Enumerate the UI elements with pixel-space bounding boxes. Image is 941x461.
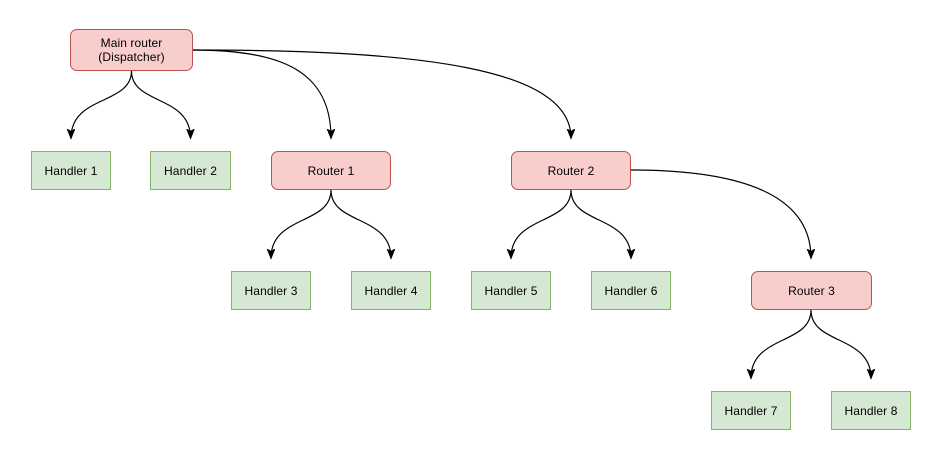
node-handler-4[interactable]: Handler 4 [351,271,431,310]
node-label-main-router: Main router (Dispatcher) [98,36,165,64]
node-handler-3[interactable]: Handler 3 [231,271,311,310]
edge-router-1-to-handler-4[interactable] [330,189,391,258]
node-label-handler-2: Handler 2 [164,163,217,178]
node-handler-8[interactable]: Handler 8 [831,391,911,430]
node-handler-1[interactable]: Handler 1 [31,151,111,190]
node-label-handler-4: Handler 4 [364,283,418,298]
node-label-handler-7: Handler 7 [724,403,778,418]
node-router-1[interactable]: Router 1 [271,151,391,190]
node-router-2[interactable]: Router 2 [511,151,631,190]
node-main-router[interactable]: Main router (Dispatcher) [70,29,193,71]
edge-main-router-to-router-1[interactable] [192,49,331,138]
node-label-router-3: Router 3 [788,283,835,298]
node-label-router-1: Router 1 [307,163,355,178]
node-label-handler-3: Handler 3 [244,283,298,298]
edge-main-router-to-handler-1[interactable] [71,70,133,138]
node-label-handler-8: Handler 8 [844,403,898,418]
edge-router-1-to-handler-3[interactable] [271,189,332,258]
edge-router-3-to-handler-7[interactable] [751,309,812,378]
node-router-3[interactable]: Router 3 [751,271,872,310]
edge-main-router-to-router-2[interactable] [192,49,571,138]
edge-router-3-to-handler-8[interactable] [810,309,871,378]
node-label-handler-1: Handler 1 [44,163,98,178]
node-label-router-2: Router 2 [547,163,595,178]
edge-router-2-to-handler-6[interactable] [570,189,631,258]
node-handler-7[interactable]: Handler 7 [711,391,791,430]
edge-router-2-to-router-3[interactable] [630,169,811,258]
node-label-handler-5: Handler 5 [484,283,538,298]
edges-group [71,49,871,378]
edge-main-router-to-handler-2[interactable] [130,70,191,138]
node-handler-6[interactable]: Handler 6 [591,271,671,310]
node-handler-2[interactable]: Handler 2 [150,151,231,190]
node-label-handler-6: Handler 6 [604,283,658,298]
edge-router-2-to-handler-5[interactable] [511,189,572,258]
node-handler-5[interactable]: Handler 5 [471,271,551,310]
